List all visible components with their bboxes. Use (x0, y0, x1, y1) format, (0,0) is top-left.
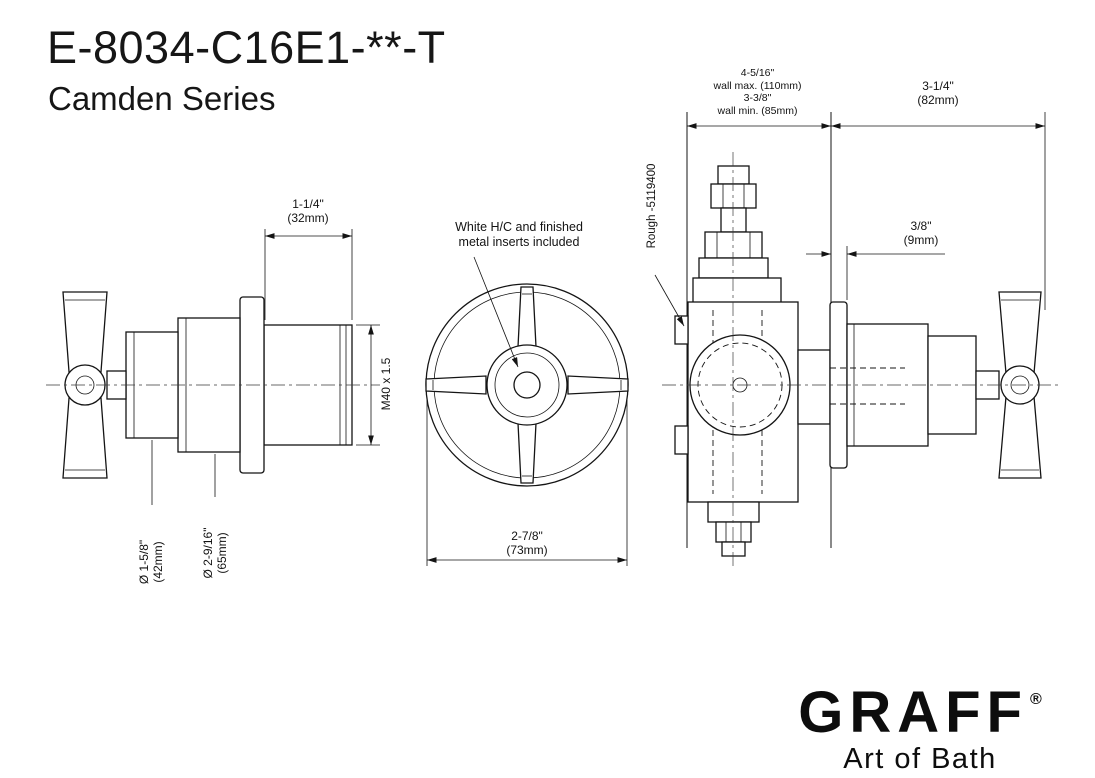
dim-front-dia-mm: (73mm) (506, 543, 548, 557)
page-title-model: E-8034-C16E1-**-T (47, 22, 446, 73)
brand-name: GRAFF (798, 680, 1028, 745)
spoke-right (567, 375, 629, 395)
side-view-drawing (46, 229, 380, 505)
dim-trim-dia-in: Ø 2-9/16" (201, 527, 215, 579)
dim-trim-dia: Ø 2-9/16" (65mm) (201, 498, 229, 608)
front-view-drawing (425, 256, 629, 566)
note-leader-line (473, 256, 519, 368)
dim-sleeve-width-mm: (32mm) (287, 211, 329, 225)
brand-block: GRAFF® Art of Bath (780, 670, 1060, 776)
dim-handle-dia-in: Ø 1-5/8" (137, 539, 151, 585)
brand-tagline: Art of Bath (843, 743, 997, 775)
registered-mark: ® (1029, 691, 1042, 708)
dim-handle-dia: Ø 1-5/8" (42mm) (137, 507, 165, 617)
rough-in-drawing (654, 112, 1062, 570)
dim-wall-max-label: wall max. (110mm) (713, 79, 802, 92)
note-line-1: White H/C and finished (455, 220, 583, 234)
rough-leader-line (654, 274, 685, 327)
dim-depth-mm: (82mm) (917, 93, 959, 107)
dim-wall-max-in: 4-5/16" (740, 67, 775, 79)
wall-dimension-block: 4-5/16" wall max. (110mm) 3-3/8" wall mi… (687, 67, 828, 117)
note-line-2: metal inserts included (458, 235, 580, 249)
dim-wall-min-in: 3-3/8" (743, 92, 772, 104)
page-subtitle-series: Camden Series (48, 80, 276, 117)
dim-thread-label: M40 x 1.5 (379, 357, 393, 411)
dim-wall-min-label: wall min. (85mm) (717, 104, 798, 117)
dim-offset-mm: (9mm) (903, 233, 939, 247)
dim-depth-in: 3-1/4" (922, 79, 954, 93)
dim-trim-dia-mm: (65mm) (215, 532, 229, 574)
spoke-top (517, 286, 537, 348)
dim-handle-dia-mm: (42mm) (151, 541, 165, 583)
spoke-bottom (517, 422, 537, 484)
rough-number-label: Rough -5119400 (646, 163, 658, 249)
inserts-note: White H/C and finished metal inserts inc… (424, 220, 614, 250)
spoke-left (425, 375, 487, 395)
dim-front-dia-in: 2-7/8" (511, 529, 543, 543)
dim-sleeve-width-in: 1-1/4" (292, 197, 324, 211)
brand-logo: GRAFF® (780, 670, 1060, 743)
hub-center (513, 371, 541, 399)
dim-offset-in: 3/8" (910, 219, 932, 233)
